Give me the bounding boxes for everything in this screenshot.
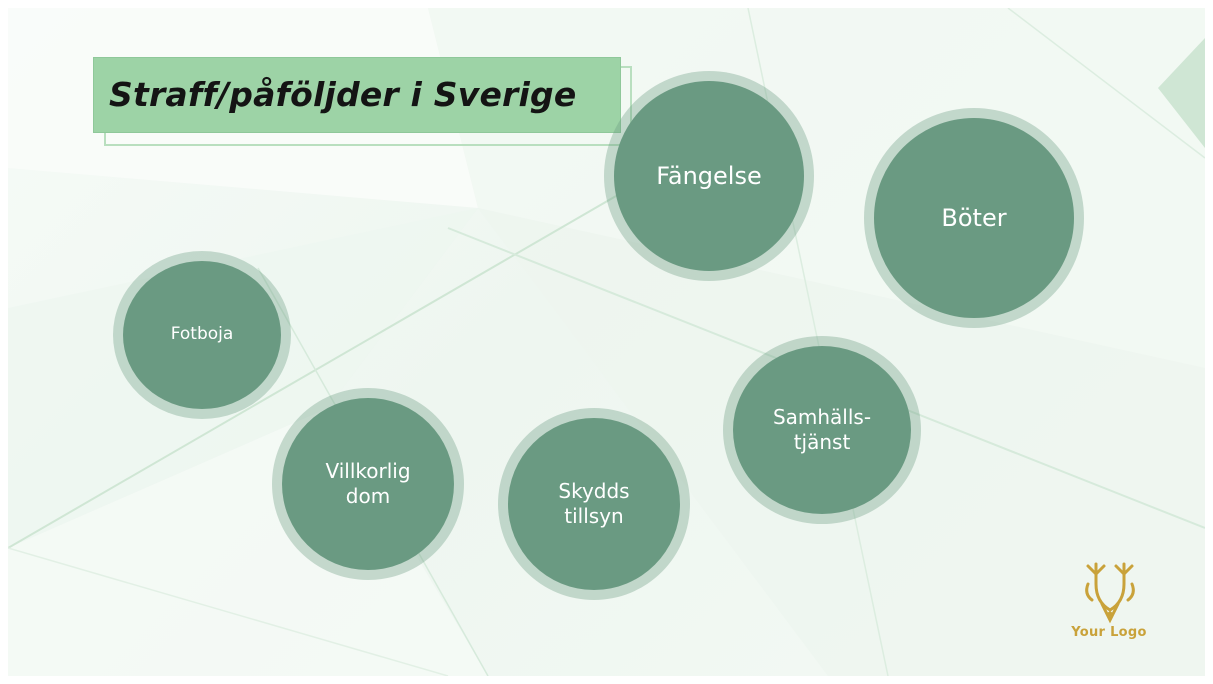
bubble-fangelse-label: Fängelse (656, 162, 762, 190)
skydds-line-2: tillsyn (564, 504, 624, 528)
bubble-skyddstillsyn[interactable]: Skydds tillsyn (508, 418, 680, 590)
bubble-samhallstjanst-label: Samhälls- tjänst (773, 405, 871, 455)
bubble-fotboja-label: Fotboja (170, 324, 234, 345)
bubble-villkorlig-dom-label: Villkorlig dom (325, 459, 410, 509)
skydds-line-1: Skydds (558, 479, 630, 503)
villkorlig-line-1: Villkorlig (325, 459, 411, 483)
title-box (93, 57, 621, 133)
logo-text: Your Logo (1071, 625, 1147, 640)
bubble-villkorlig-dom[interactable]: Villkorlig dom (282, 398, 454, 570)
presentation-slide: Straff/påföljder i Sverige Fängelse Böte… (8, 8, 1205, 676)
bubble-fotboja[interactable]: Fotboja (123, 261, 281, 409)
bubble-samhallstjanst[interactable]: Samhälls- tjänst (733, 346, 911, 514)
bubble-boter[interactable]: Böter (874, 118, 1074, 318)
bubble-fangelse[interactable]: Fängelse (614, 81, 804, 271)
bubble-skyddstillsyn-label: Skydds tillsyn (558, 479, 629, 529)
samhall-line-1: Samhälls- (772, 405, 872, 429)
samhall-line-2: tjänst (793, 430, 851, 454)
bubble-boter-label: Böter (941, 204, 1007, 232)
slide-title: Straff/påföljder i Sverige (109, 75, 577, 114)
antler-pen-icon (1085, 562, 1135, 624)
villkorlig-line-2: dom (345, 484, 391, 508)
